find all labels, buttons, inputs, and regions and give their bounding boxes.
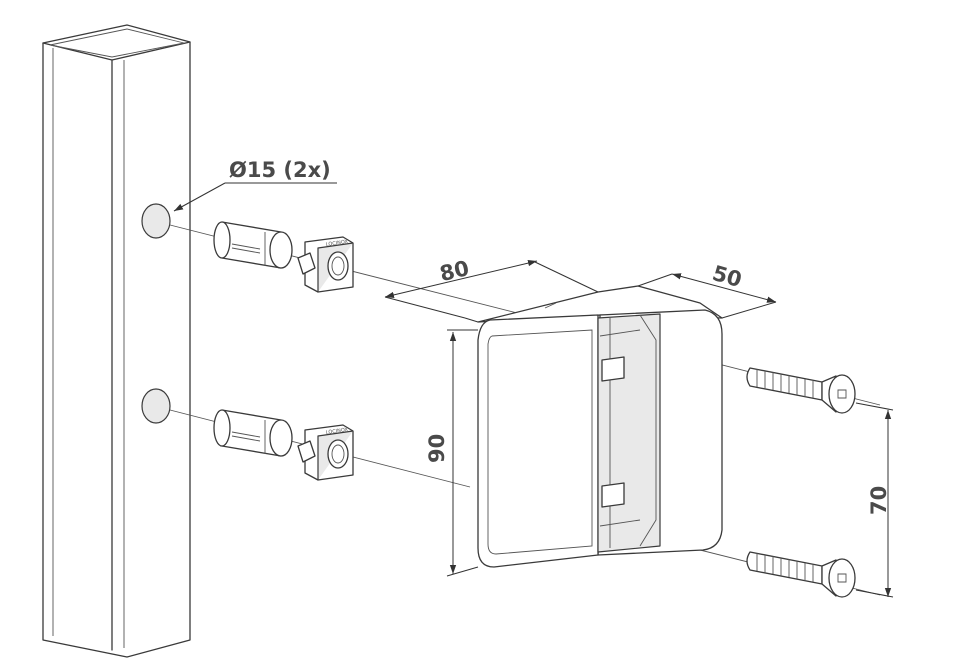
screw-bottom <box>746 551 856 598</box>
insert-sleeve-top <box>213 221 293 269</box>
insert-sleeve-bottom <box>213 409 293 457</box>
dimension-height: 90 <box>425 329 479 577</box>
hole-callout: Ø15 (2x) <box>173 158 337 212</box>
square-post <box>42 24 191 658</box>
dimension-depth-label: 50 <box>710 261 745 292</box>
keeper-bracket <box>477 285 723 568</box>
dimension-screw-spacing: 70 <box>855 402 894 598</box>
dimension-screw-spacing-label: 70 <box>867 486 891 515</box>
post-hole-top <box>141 203 171 239</box>
insert-cap-top: LOCINOX <box>297 236 354 293</box>
hole-callout-label: Ø15 (2x) <box>229 158 331 182</box>
insert-cap-bottom-stamp: LOCINOX <box>325 427 348 436</box>
post-hole-bottom <box>141 388 171 424</box>
dimension-width: 80 <box>384 256 599 323</box>
insert-cap-top-stamp: LOCINOX <box>325 239 348 248</box>
screw-top <box>746 367 856 414</box>
insert-cap-bottom: LOCINOX <box>297 424 354 481</box>
dimension-width-label: 80 <box>437 256 471 286</box>
dimension-height-label: 90 <box>425 434 449 463</box>
